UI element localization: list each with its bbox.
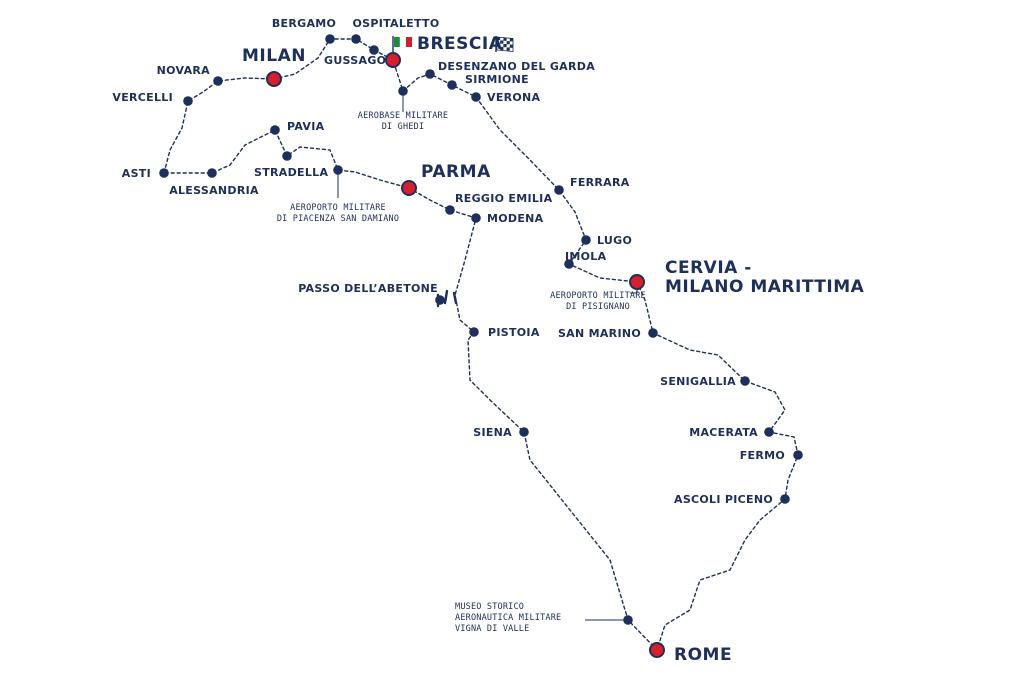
marker-asti: [159, 168, 169, 178]
label-rome: ROME: [674, 645, 732, 665]
label-ascoli: ASCOLI PICENO: [674, 493, 773, 506]
label-fermo: FERMO: [740, 449, 785, 462]
label-reggio: REGGIO EMILIA: [455, 192, 553, 205]
label-ospitaletto: OSPITALETTO: [352, 17, 439, 30]
label-lugo: LUGO: [597, 234, 632, 247]
marker-modena: [471, 213, 481, 223]
label-abetone: PASSO DELL’ABETONE: [298, 282, 438, 295]
marker-fermo: [793, 450, 803, 460]
label-novara: NOVARA: [157, 64, 211, 77]
marker-siena: [519, 427, 529, 437]
label-san-marino: SAN MARINO: [558, 327, 641, 340]
note-ghedi-line-2: DI GHEDI: [382, 122, 425, 132]
marker-abetone: [435, 295, 445, 305]
marker-ghedi: [398, 86, 408, 96]
route-lines: [163, 38, 799, 652]
label-pavia: PAVIA: [287, 120, 325, 133]
marker-ferrara: [554, 185, 564, 195]
marker-sirmione: [447, 80, 457, 90]
marker-ospitaletto: [351, 34, 361, 44]
label-milan: MILAN: [242, 46, 306, 66]
checkered-flag-icon: [495, 36, 514, 52]
marker-novara: [213, 76, 223, 86]
marker-macerata: [764, 427, 774, 437]
label-alessandria: ALESSANDRIA: [169, 184, 259, 197]
label-siena: SIENA: [473, 426, 512, 439]
label-stradella: STRADELLA: [254, 166, 328, 179]
marker-pavia: [270, 125, 280, 135]
note-museo-line-3: VIGNA DI VALLE: [455, 624, 529, 634]
marker-imola: [564, 259, 574, 269]
note-pisignano-line-2: DI PISIGNANO: [566, 302, 630, 312]
place-labels: BERGAMO OSPITALETTO BRESCIA GUSSAGO MILAN NOV…: [112, 17, 864, 665]
label-cervia: CERVIA -: [665, 258, 752, 278]
marker-bergamo: [325, 34, 335, 44]
marker-brescia: [385, 52, 401, 68]
marker-piacenza-base: [333, 165, 343, 175]
marker-milan: [266, 71, 282, 87]
marker-vercelli: [183, 96, 193, 106]
note-piacenza-line-1: AEROPORTO MILITARE: [290, 203, 386, 213]
marker-verona: [471, 92, 481, 102]
label-sirmione: SIRMIONE: [465, 73, 529, 86]
marker-alessandria: [207, 168, 217, 178]
label-modena: MODENA: [487, 212, 544, 225]
label-ferrara: FERRARA: [570, 176, 630, 189]
label-brescia: BRESCIA: [417, 34, 503, 54]
italy-flag-icon: [392, 36, 412, 52]
label-gussago: GUSSAGO: [324, 54, 386, 67]
label-senigallia: SENIGALLIA: [660, 375, 736, 388]
marker-gussago: [369, 45, 379, 55]
label-macerata: MACERATA: [689, 426, 758, 439]
label-bergamo: BERGAMO: [272, 17, 336, 30]
label-vercelli: VERCELLI: [112, 91, 173, 104]
marker-reggio: [445, 205, 455, 215]
marker-pistoia: [469, 327, 479, 337]
label-imola: IMOLA: [565, 250, 607, 263]
label-parma: PARMA: [421, 162, 491, 182]
place-markers: [159, 34, 803, 658]
marker-rome: [649, 642, 665, 658]
marker-stradella: [282, 151, 292, 161]
label-pistoia: PISTOIA: [488, 326, 540, 339]
label-cervia-line2: MILANO MARITTIMA: [665, 277, 865, 297]
marker-parma: [401, 180, 417, 196]
marker-san-marino: [648, 328, 658, 338]
label-verona: VERONA: [487, 91, 541, 104]
mountain-pass-icon: [436, 289, 458, 308]
marker-ascoli: [780, 494, 790, 504]
label-desenzano: DESENZANO DEL GARDA: [438, 60, 595, 73]
note-museo-line-1: MUSEO STORICO: [455, 602, 524, 612]
marker-lugo: [581, 235, 591, 245]
note-ghedi-line-1: AEROBASE MILITARE: [358, 111, 448, 121]
marker-senigallia: [740, 376, 750, 386]
marker-desenzano: [425, 69, 435, 79]
note-piacenza-line-2: DI PIACENZA SAN DAMIANO: [277, 214, 399, 224]
note-pisignano-line-1: AEROPORTO MILITARE: [550, 291, 646, 301]
label-asti: ASTI: [122, 167, 151, 180]
marker-museo: [623, 615, 633, 625]
marker-cervia: [629, 274, 645, 290]
note-museo-line-2: AERONAUTICA MILITARE: [455, 613, 561, 623]
route-segment: [163, 38, 799, 652]
